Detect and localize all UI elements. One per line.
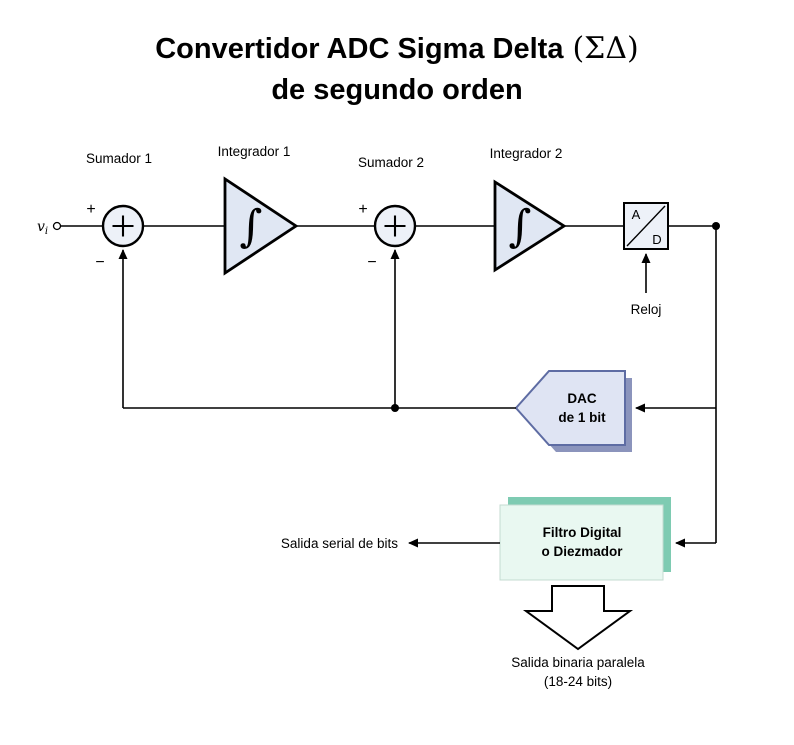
page-title-line2: de segundo orden [271,74,522,106]
page-title-line1: Convertidor ADC Sigma Delta(ΣΔ) [155,31,639,66]
page-title-sigma-delta: (ΣΔ) [572,31,638,66]
label-integrador1: Integrador 1 [218,144,291,159]
summer2-minus-label: − [367,254,376,271]
input-signal-label: vi [37,219,48,237]
integrator1-symbol: ∫ [240,201,263,252]
parallel-output-label-line2: (18-24 bits) [544,674,612,689]
integrator1-triangle [223,176,299,276]
label-integrador2: Integrador 2 [490,146,563,161]
input-v: v [37,219,45,235]
summer1-minus-label: − [95,254,104,271]
clock-label: Reloj [631,302,662,317]
integrator2-symbol: ∫ [509,201,532,252]
filter-label-line2: o Diezmador [541,544,623,559]
page-title-main: Convertidor ADC Sigma Delta [155,33,564,65]
integrator2-triangle [493,179,567,273]
label-sumador1: Sumador 1 [86,151,152,166]
dac-label-line2: de 1 bit [558,410,606,425]
input-subscript: i [45,226,48,237]
summer1-plus-label: + [86,201,95,218]
label-sumador2: Sumador 2 [358,155,424,170]
dac-label-line1: DAC [567,391,596,406]
parallel-output-label-line1: Salida binaria paralela [511,655,645,670]
adc-d-label: D [652,232,661,247]
serial-output-label: Salida serial de bits [281,536,398,551]
dac-block [514,370,626,446]
input-terminal-circle [52,221,62,231]
filter-label-line1: Filtro Digital [543,525,622,540]
parallel-output-arrow-icon [522,585,634,651]
adc-diagonal-line [626,205,666,247]
filter-block [499,504,664,581]
adc-a-label: A [632,207,641,222]
summer2-plus-label: + [358,201,367,218]
